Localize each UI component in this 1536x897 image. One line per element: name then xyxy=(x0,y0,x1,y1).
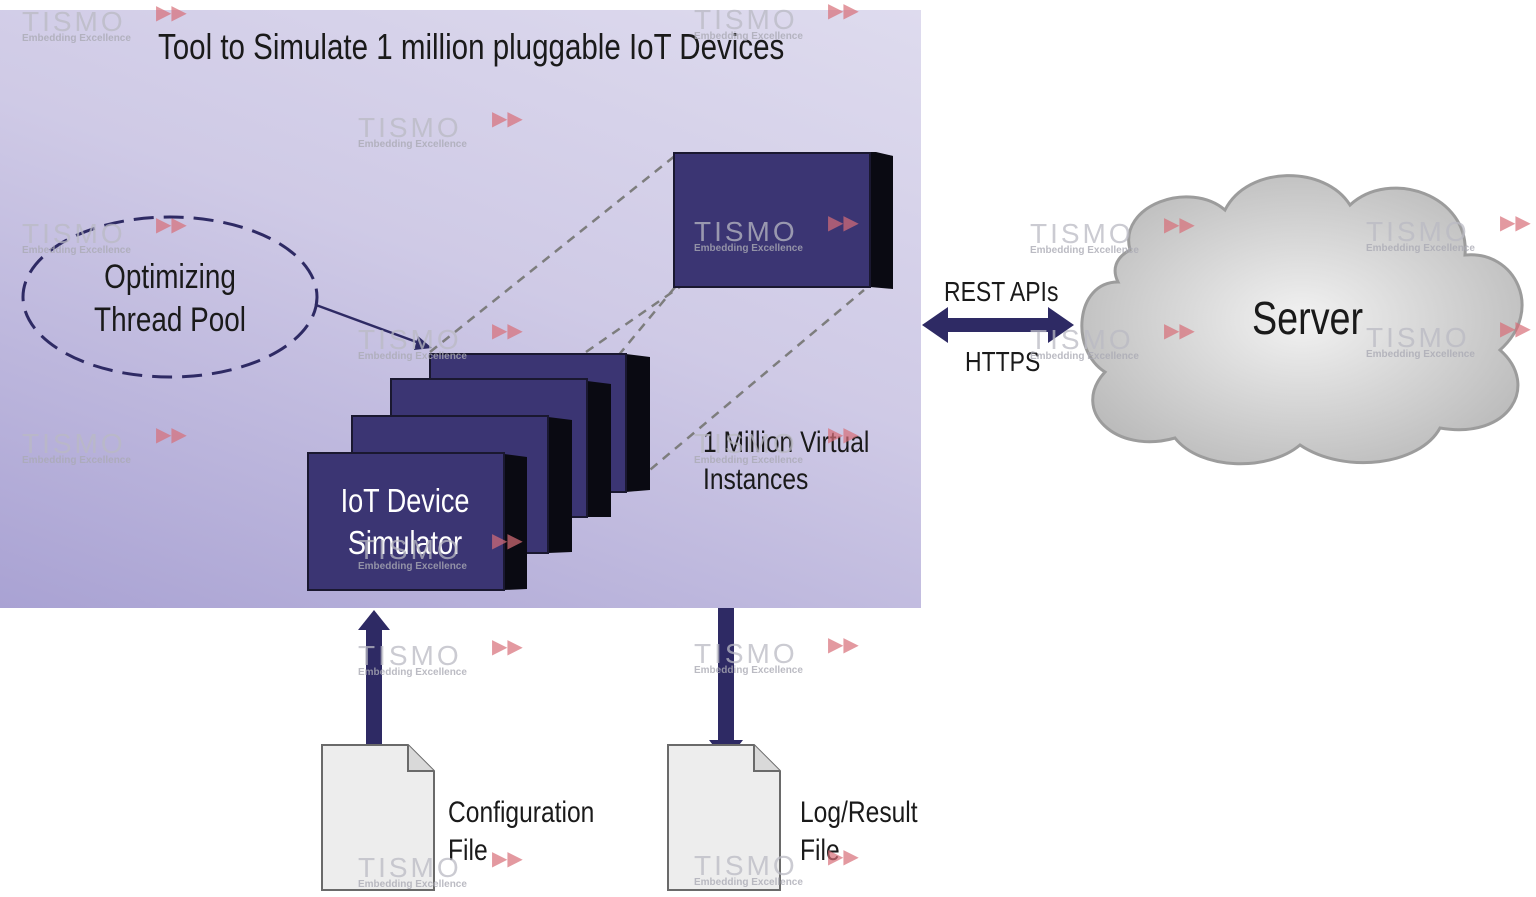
thread-pool-label: Optimizing Thread Pool xyxy=(80,258,260,340)
server-cloud xyxy=(1080,174,1524,466)
rest-api-arrow[interactable] xyxy=(922,307,1074,343)
log-result-file-label-line-2: File xyxy=(800,833,840,867)
virtual-instance-block xyxy=(673,152,893,289)
server-label: Server xyxy=(1252,292,1364,344)
configuration-file-icon xyxy=(321,744,435,891)
log-output-arrow xyxy=(709,608,743,762)
configuration-file-label: Configuration File xyxy=(448,796,594,868)
log-result-file-label-line-1: Log/Result xyxy=(800,796,918,829)
instances-label-line-2: Instances xyxy=(703,462,809,496)
instances-label: 1 Million Virtual Instances xyxy=(703,426,869,497)
log-result-file-icon xyxy=(667,744,781,891)
rest-apis-label: REST APIs xyxy=(944,276,1059,307)
thread-pool-label-line-2: Thread Pool xyxy=(94,301,246,340)
simulator-card-front xyxy=(307,452,527,591)
https-label: HTTPS xyxy=(965,346,1041,377)
simulator-label: IoT Device Simulator xyxy=(324,482,486,562)
instances-label-line-1: 1 Million Virtual xyxy=(703,426,870,459)
diagram-title: Tool to Simulate 1 million pluggable IoT… xyxy=(158,26,785,67)
configuration-file-label-line-1: Configuration xyxy=(448,796,595,829)
thread-pool-callout xyxy=(21,215,432,379)
thread-pool-label-line-1: Optimizing xyxy=(104,258,236,296)
log-result-file-label: Log/Result File xyxy=(800,796,918,868)
simulator-stack xyxy=(307,353,650,591)
simulator-label-line-2: Simulator xyxy=(347,523,463,561)
configuration-file-label-line-2: File xyxy=(448,833,488,867)
config-input-arrow xyxy=(358,610,390,762)
simulator-label-line-1: IoT Device xyxy=(340,482,470,519)
